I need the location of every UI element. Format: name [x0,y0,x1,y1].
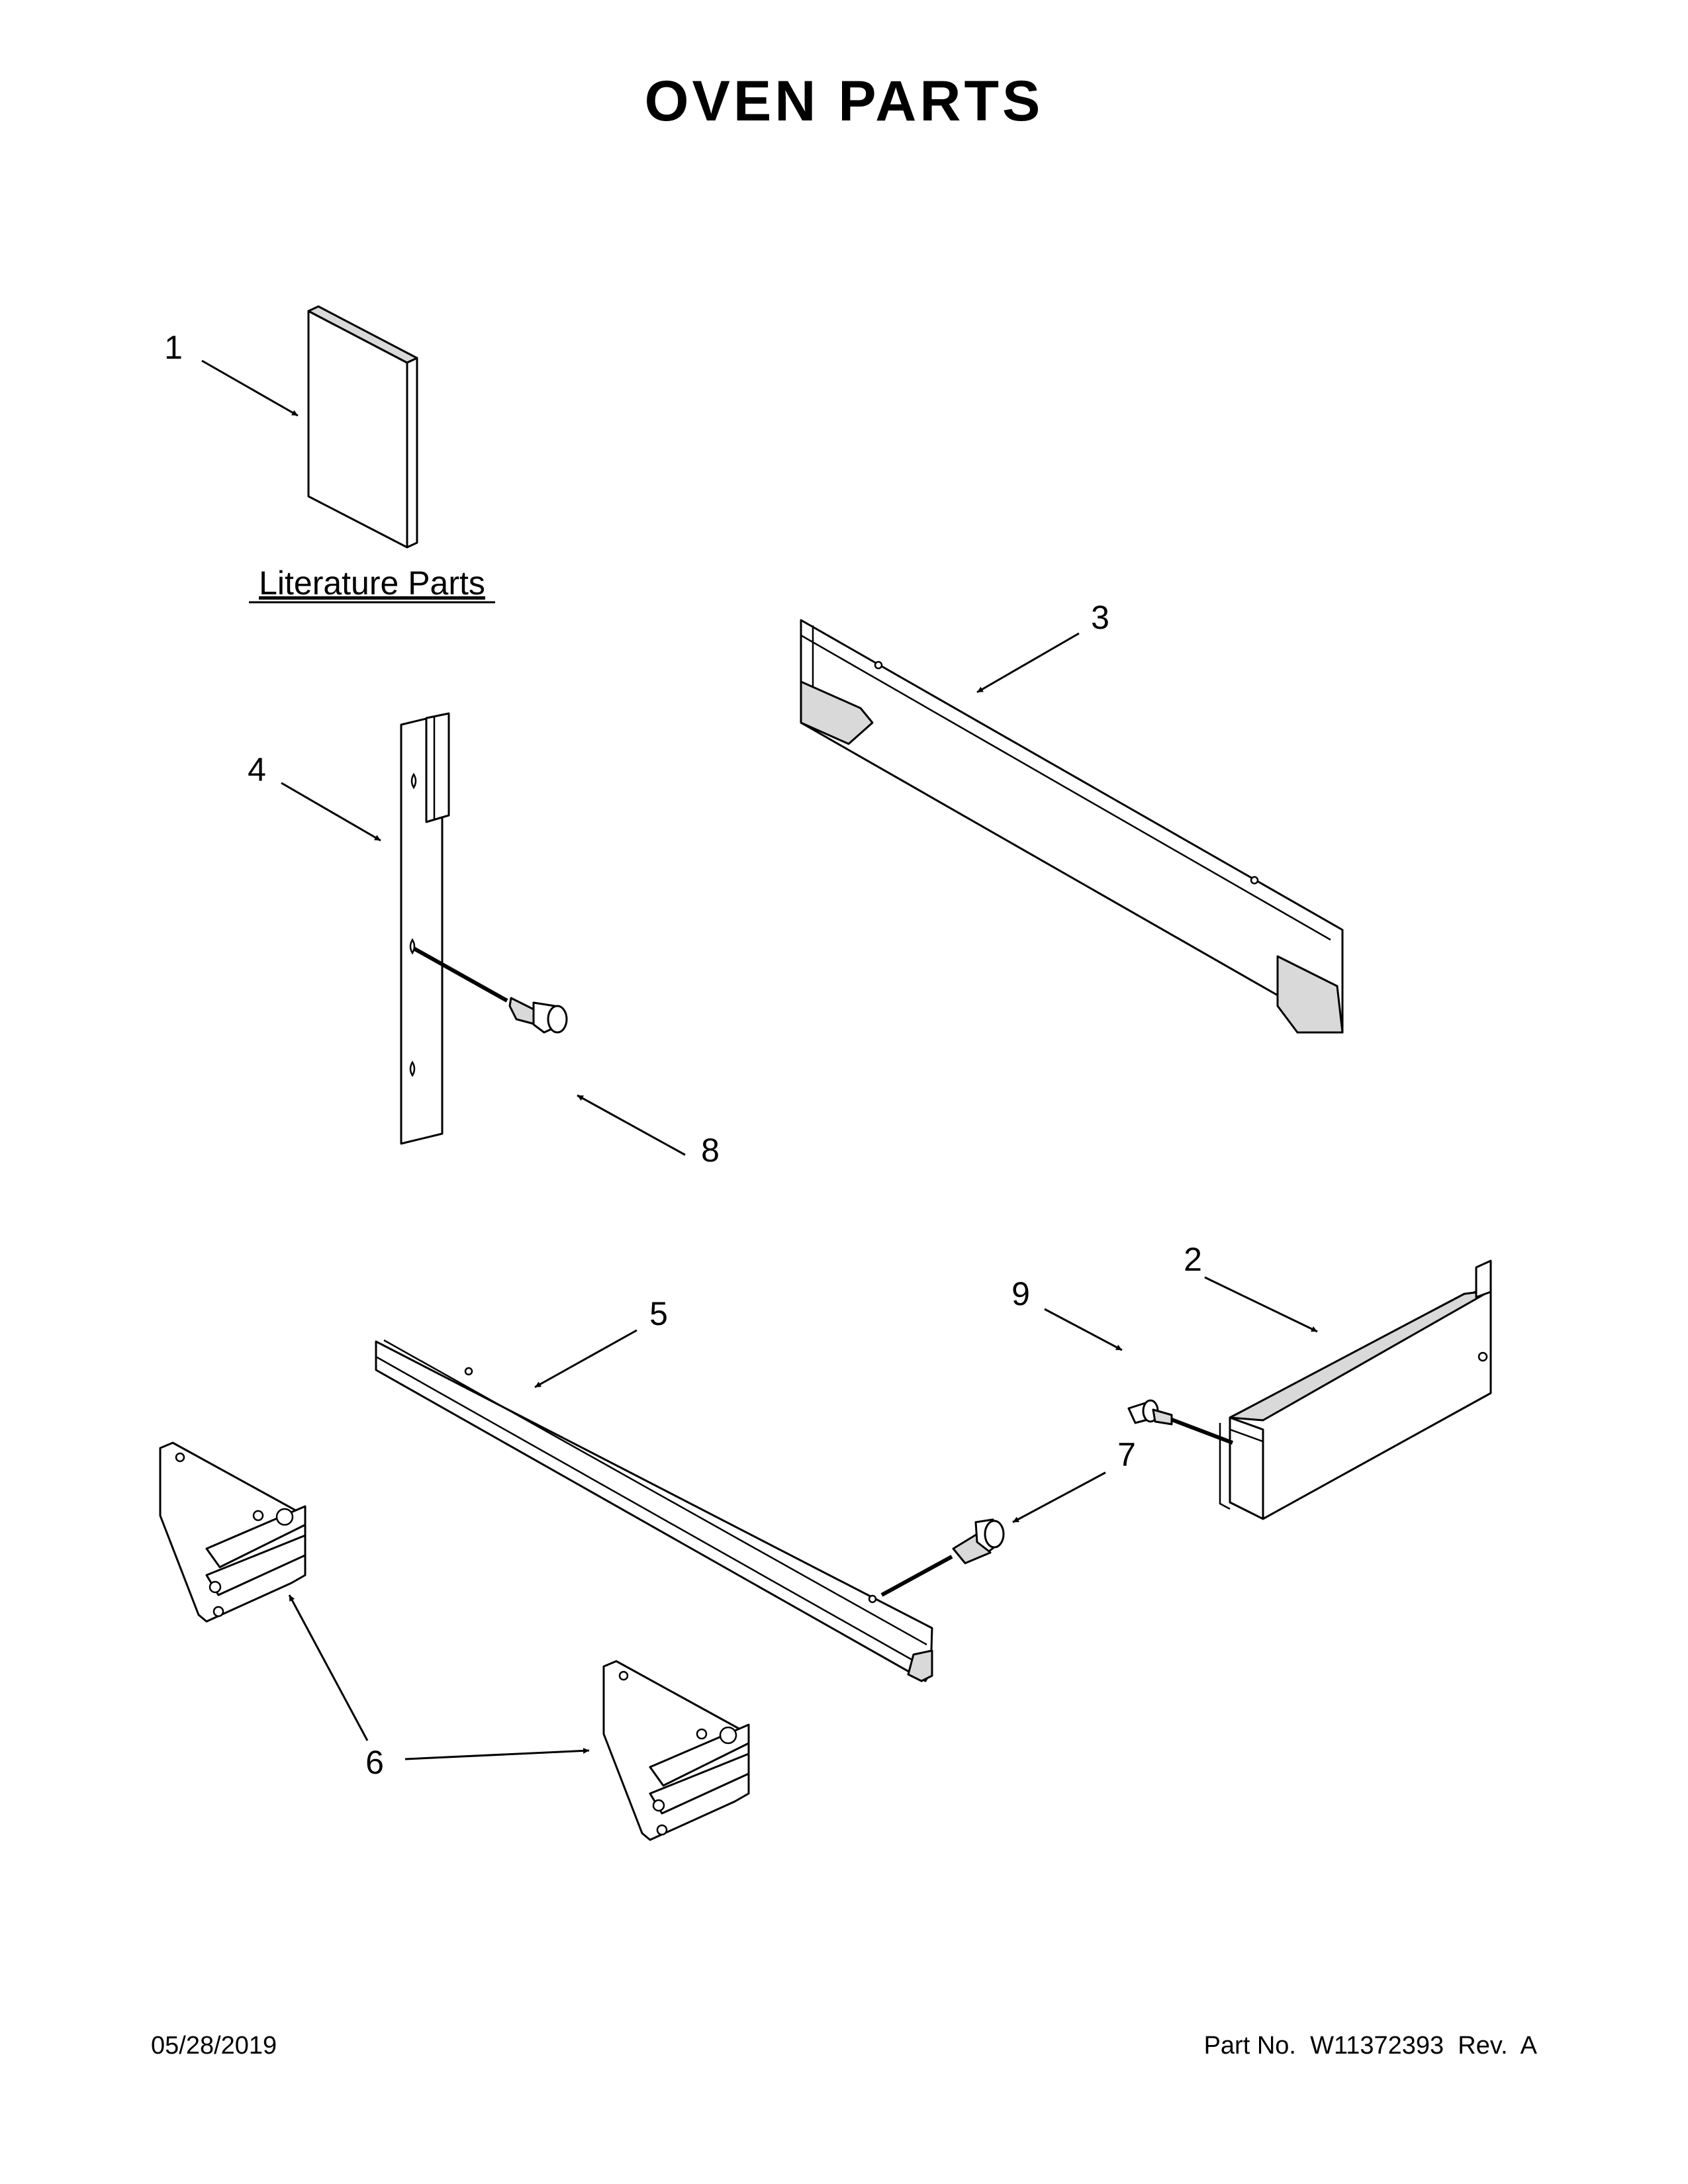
callout-7: 7 [1117,1436,1136,1473]
callout-3: 3 [1091,599,1109,636]
footer-date: 05/28/2019 [151,2032,277,2060]
part-6-bracket-left [159,1441,306,1623]
callout-5: 5 [649,1295,668,1332]
footer-part-number: Part No. W11372393 Rev. A [1204,2032,1538,2060]
part-3-top-brace [800,619,1344,1034]
part-9-screw [1127,1399,1234,1445]
leader-6a [288,1594,369,1741]
part-5-long-rail [375,1339,933,1682]
part-7-screw [880,1518,1005,1597]
leader-2 [1204,1276,1318,1333]
part-2-box-housing [1219,1259,1492,1520]
part-6-bracket-right [602,1660,750,1841]
callout-4: 4 [248,751,266,788]
part-4-vertical-bracket [400,712,450,1145]
leader-6b [404,1747,590,1760]
page-title: OVEN PARTS [645,69,1044,133]
callout-6: 6 [365,1744,384,1781]
leader-4 [281,782,381,842]
leader-1 [201,359,299,417]
leader-7 [1012,1471,1106,1524]
leader-3 [976,632,1080,694]
callout-8: 8 [701,1132,720,1169]
part-1-literature [307,305,418,549]
leader-8 [577,1094,686,1156]
part-8-screw [412,946,568,1034]
callout-2: 2 [1184,1241,1202,1278]
literature-parts-label: Literature Parts [259,565,485,602]
leader-9 [1044,1308,1123,1351]
callout-9: 9 [1011,1275,1030,1312]
leader-5 [534,1329,637,1388]
callout-1: 1 [164,329,183,366]
